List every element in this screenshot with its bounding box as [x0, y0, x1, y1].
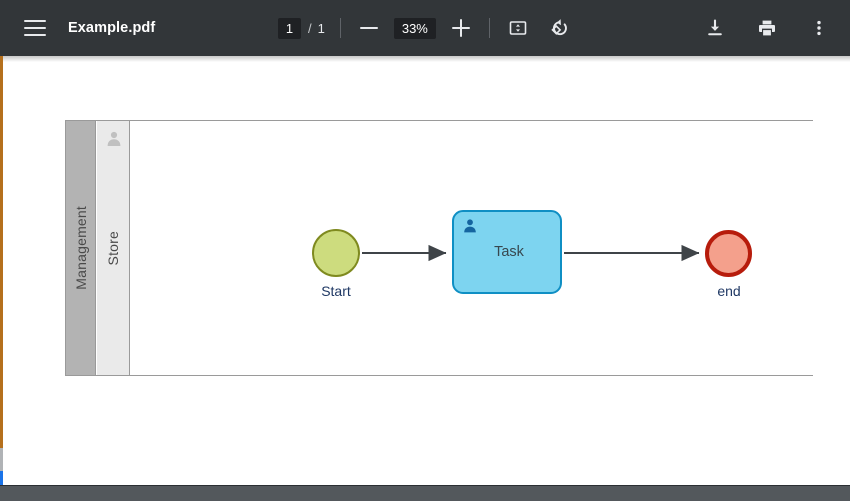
page-count: 1	[317, 20, 325, 36]
bottom-status-bar	[0, 485, 850, 501]
rail-segment-bottom	[0, 471, 3, 485]
toolbar-divider-2	[488, 18, 490, 38]
bpmn-diagram: Management Store	[65, 120, 813, 376]
toolbar-left-group: Example.pdf	[14, 20, 155, 36]
bpmn-pool: Management Store	[65, 120, 813, 376]
zoom-out-button[interactable]	[356, 15, 382, 41]
zoom-level-display[interactable]: 33%	[393, 17, 436, 39]
zoom-in-button[interactable]	[448, 15, 474, 41]
toolbar-divider-1	[339, 18, 341, 38]
person-icon	[107, 131, 121, 146]
start-event-label: Start	[321, 283, 351, 299]
rotate-counterclockwise-icon[interactable]	[547, 15, 573, 41]
pool-label: Management	[72, 206, 89, 290]
end-event-label: end	[717, 283, 741, 299]
pdf-toolbar: Example.pdf 1 / 1 33%	[0, 0, 850, 56]
toolbar-right-group	[702, 0, 832, 56]
download-icon[interactable]	[702, 15, 728, 41]
rail-segment-middle	[0, 448, 3, 471]
more-vertical-icon[interactable]	[806, 15, 832, 41]
toolbar-center-group: 1 / 1 33%	[278, 0, 573, 56]
person-icon	[464, 219, 476, 233]
rail-segment-top	[0, 56, 3, 448]
lane-header-store: Store	[97, 121, 130, 375]
hamburger-menu-icon[interactable]	[24, 20, 46, 36]
bpmn-user-task[interactable]: Task	[452, 210, 562, 294]
document-title: Example.pdf	[68, 20, 156, 36]
pool-header-management: Management	[66, 121, 96, 375]
pdf-page-area[interactable]: Management Store	[0, 56, 850, 485]
task-label: Task	[494, 244, 524, 260]
left-edge-rail[interactable]	[0, 56, 3, 485]
fit-to-page-icon[interactable]	[505, 15, 531, 41]
bpmn-start-event[interactable]	[312, 229, 360, 277]
page-separator: /	[308, 20, 312, 36]
lane-body: Start Task end	[131, 121, 813, 375]
lane-label: Store	[105, 230, 121, 266]
bpmn-end-event[interactable]	[705, 230, 752, 277]
page-number-input[interactable]: 1	[278, 17, 301, 39]
print-icon[interactable]	[754, 15, 780, 41]
